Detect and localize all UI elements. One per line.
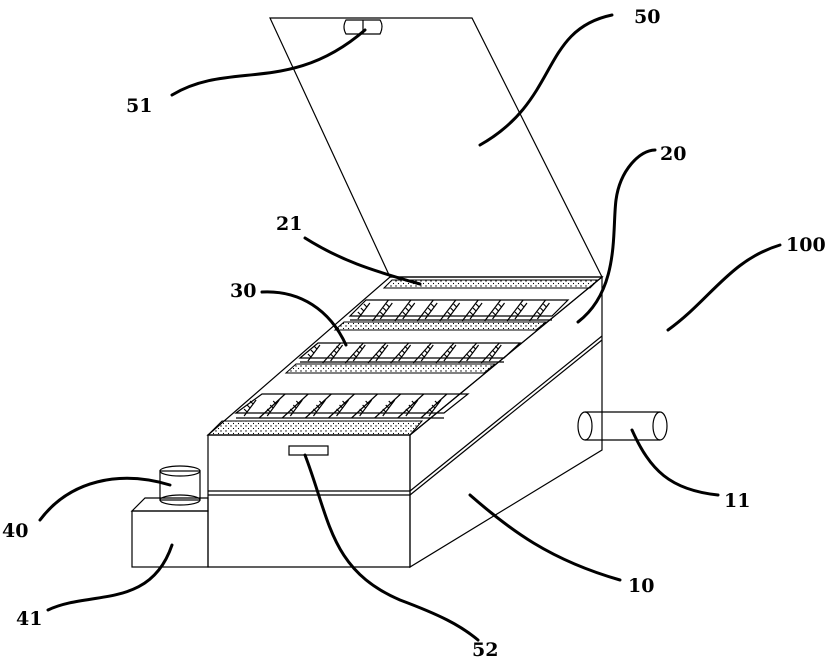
seedling-cells bbox=[244, 300, 549, 418]
label-41: 41 bbox=[16, 608, 42, 630]
label-30: 30 bbox=[230, 280, 256, 302]
label-40: 40 bbox=[2, 520, 28, 542]
top-tray bbox=[208, 277, 602, 435]
label-20: 20 bbox=[660, 143, 686, 165]
cell-divider bbox=[375, 394, 401, 418]
lid bbox=[270, 18, 602, 277]
label-52: 52 bbox=[472, 639, 498, 660]
sand-strip-front bbox=[208, 421, 422, 435]
outlet-pipe bbox=[578, 412, 667, 440]
pump-base bbox=[132, 498, 208, 567]
label-100: 100 bbox=[786, 234, 826, 256]
cell-divider bbox=[259, 394, 285, 418]
cell-divider bbox=[305, 394, 331, 418]
cell-divider bbox=[328, 394, 354, 418]
label-11: 11 bbox=[724, 490, 750, 512]
cell-divider bbox=[398, 394, 424, 418]
label-50: 50 bbox=[634, 6, 660, 28]
sand-strip-3 bbox=[335, 322, 546, 330]
cell-divider bbox=[421, 394, 447, 418]
sand-strip-2 bbox=[286, 364, 495, 373]
label-10: 10 bbox=[628, 575, 654, 597]
front-latch bbox=[289, 446, 328, 455]
label-51: 51 bbox=[126, 95, 152, 117]
label-21: 21 bbox=[276, 213, 302, 235]
cell-divider bbox=[282, 394, 308, 418]
pump-motor bbox=[160, 466, 200, 505]
cell-divider bbox=[352, 394, 378, 418]
